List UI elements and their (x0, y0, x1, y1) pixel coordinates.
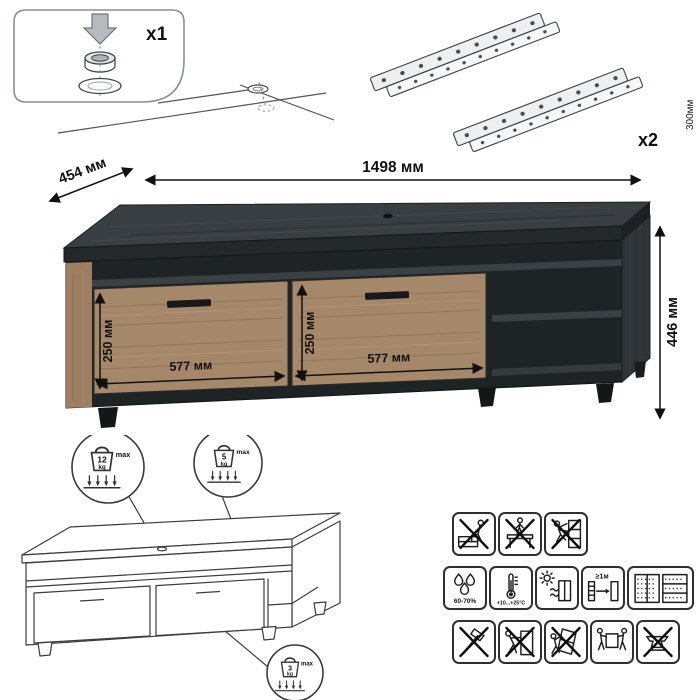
height-dimension-label: 446 мм (665, 297, 681, 347)
tile-no-heavy-objects (636, 620, 680, 664)
load-limit-top-callout: 12 kg max (71, 435, 145, 504)
load-limit-shelf-callout: 5 kg max (193, 435, 263, 498)
temperature-icon: +10...+25°C (497, 573, 526, 606)
telescopic-slide-icon (370, 12, 561, 98)
leg (634, 361, 646, 378)
drawer2-height-label: 250 мм (303, 312, 317, 355)
load-shelf-qualifier: max (236, 449, 250, 456)
tile-no-pushing (498, 620, 542, 664)
no-standing-icon (505, 517, 535, 550)
load-drawer-qualifier: max (301, 662, 314, 668)
foot-count-label: x1 (146, 24, 168, 45)
no-climbing-icon (551, 518, 582, 550)
cable-hole (383, 213, 393, 219)
keep-from-heat-icon (539, 570, 572, 602)
no-heavy-objects-icon (643, 626, 673, 658)
dimensions: 1498 мм 454 мм 446 мм 250 мм 577 мм 250 … (48, 155, 681, 420)
tile-temperature: +10...+25°C (489, 566, 533, 610)
width-dimension-label: 1498 мм (362, 159, 424, 176)
drawer1-handle (166, 299, 212, 308)
foot-position-mark (247, 81, 275, 112)
foot-callout-figure: x1 (13, 9, 335, 134)
tv-stand-render: 1498 мм 454 мм 446 мм 250 мм 577 мм 250 … (48, 155, 681, 428)
drawer2-width-label: 577 мм (367, 350, 410, 366)
tile-keep-from-heat (535, 566, 579, 610)
adjustable-foot-glide-icon (78, 46, 122, 96)
tile-no-hammering (452, 620, 496, 664)
tile-min-distance: ≥1м (581, 566, 625, 610)
insert-arrow-icon (82, 13, 118, 45)
tile-perforated-panels (627, 566, 694, 610)
tile-carry-two-people (590, 620, 634, 664)
drawer1-height-label: 250 мм (101, 320, 115, 363)
no-pushing-icon (505, 626, 535, 658)
no-hammering-icon (459, 626, 489, 658)
leg (98, 407, 118, 428)
cabinet-outline (21, 494, 341, 668)
telescopic-slide-icon (453, 67, 644, 153)
tile-no-sitting (452, 512, 496, 556)
load-top-value: 12 (97, 455, 107, 465)
humidity-icon: 60-70% (454, 573, 477, 605)
tile-no-standing (498, 512, 542, 556)
leg (478, 387, 496, 407)
no-sitting-icon (457, 518, 489, 550)
temperature-label: +10...+25°C (497, 601, 526, 606)
load-shelf-value: 5 (222, 452, 227, 461)
load-limit-drawer-callout: 3 kg max (266, 644, 324, 700)
carry-two-people-icon (596, 627, 628, 651)
min-distance-icon: ≥1м (587, 572, 619, 602)
drawer-slides-figure: x2 300мм (370, 12, 696, 153)
tile-humidity: 60-70% (443, 566, 487, 610)
perforated-panels-icon (633, 573, 688, 603)
depth-dimension-label: 454 мм (57, 155, 109, 188)
tv-stand-cabinet (62, 201, 652, 428)
tile-no-tilting (544, 620, 588, 664)
load-top-qualifier: max (116, 450, 132, 459)
no-tilting-icon (550, 626, 581, 658)
load-shelf-unit: kg (221, 461, 228, 467)
tile-no-climbing (544, 512, 588, 556)
rails-count-label: x2 (638, 130, 658, 150)
leg (596, 383, 614, 403)
drawer2-handle (364, 291, 410, 300)
load-drawer-value: 3 (288, 665, 292, 672)
distance-label: ≥1м (595, 572, 608, 581)
drawer1-width-label: 577 мм (169, 358, 212, 374)
load-limits-figure: 12 kg max 5 kg max (21, 435, 341, 700)
rail-length-label: 300мм (685, 99, 696, 130)
load-drawer-unit: kg (287, 672, 293, 678)
humidity-label: 60-70% (454, 598, 477, 605)
load-top-unit: kg (98, 464, 106, 471)
